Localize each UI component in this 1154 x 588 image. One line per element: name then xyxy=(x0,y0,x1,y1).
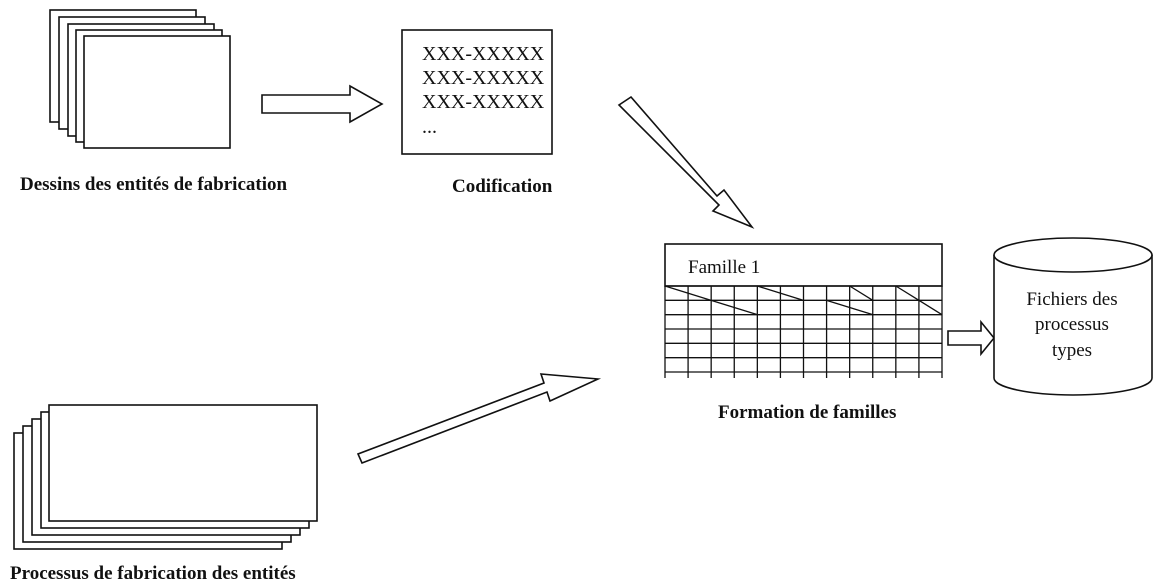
code-line: XXX-XXXXX xyxy=(422,91,545,113)
database-label-line: types xyxy=(1052,340,1092,361)
code-line: ... xyxy=(422,116,437,138)
grid-diagonal xyxy=(826,299,873,316)
family-table: Famille 1 xyxy=(664,243,943,378)
arrow-to-codification xyxy=(261,84,384,124)
codification-label: Codification xyxy=(452,176,553,197)
grid-diagonal xyxy=(849,285,874,301)
codification-box xyxy=(401,29,553,155)
database-cylinder xyxy=(993,237,1153,396)
cylinder-top xyxy=(993,237,1153,273)
arrow-from-processes xyxy=(356,373,602,465)
drawings-stack xyxy=(49,9,231,149)
family-grid xyxy=(664,285,943,378)
arrow-to-families xyxy=(617,95,755,229)
code-line: XXX-XXXXX xyxy=(422,67,545,89)
grid-diagonal xyxy=(918,299,943,316)
grid-diagonal xyxy=(757,285,804,301)
database-label-line: Fichiers des xyxy=(1026,289,1117,310)
family-header-box xyxy=(664,243,943,287)
grid-diagonal xyxy=(710,299,758,316)
grid-diagonal xyxy=(664,285,712,301)
processes-stack xyxy=(13,404,318,550)
code-line: XXX-XXXXX xyxy=(422,43,545,65)
database-label-line: processus xyxy=(1035,314,1109,335)
cylinder-body xyxy=(993,255,1153,396)
family-header: Famille 1 xyxy=(688,257,760,278)
process-sheet xyxy=(48,404,318,522)
drawing-sheet xyxy=(83,35,231,149)
grid-diagonal xyxy=(895,285,920,301)
processes-label: Processus de fabrication des entités xyxy=(10,563,296,584)
arrow-to-database xyxy=(947,319,996,357)
drawings-label: Dessins des entités de fabrication xyxy=(20,174,287,195)
families-label: Formation de familles xyxy=(718,402,896,423)
